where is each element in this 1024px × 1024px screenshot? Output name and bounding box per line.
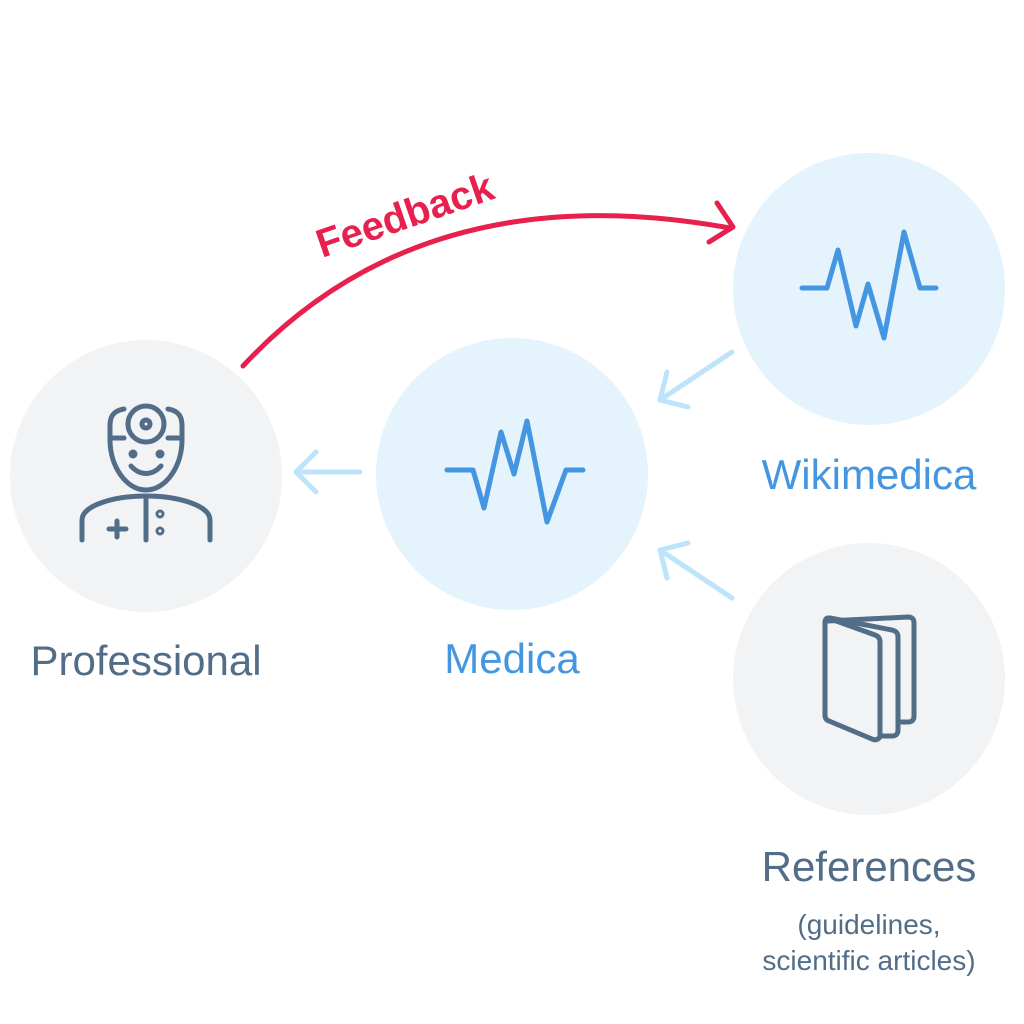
book-icon bbox=[822, 614, 917, 743]
label-wikimedica: Wikimedica bbox=[761, 451, 977, 498]
label-professional: Professional bbox=[30, 637, 262, 684]
references-sublabel-2: scientific articles) bbox=[762, 945, 976, 976]
label-medica: Medica bbox=[444, 635, 580, 682]
node-references bbox=[733, 543, 1005, 815]
arrow-references-to-medica bbox=[657, 540, 735, 601]
references-sublabel-1: (guidelines, bbox=[797, 909, 941, 940]
label-references: References bbox=[761, 843, 977, 890]
feedback-arrow bbox=[240, 200, 736, 369]
pulse-icon bbox=[444, 418, 586, 525]
doctor-icon bbox=[79, 403, 213, 543]
arrow-medica-to-professional bbox=[293, 449, 363, 495]
pulse-icon bbox=[799, 229, 939, 341]
arrow-wikimedica-to-medica bbox=[657, 349, 735, 410]
